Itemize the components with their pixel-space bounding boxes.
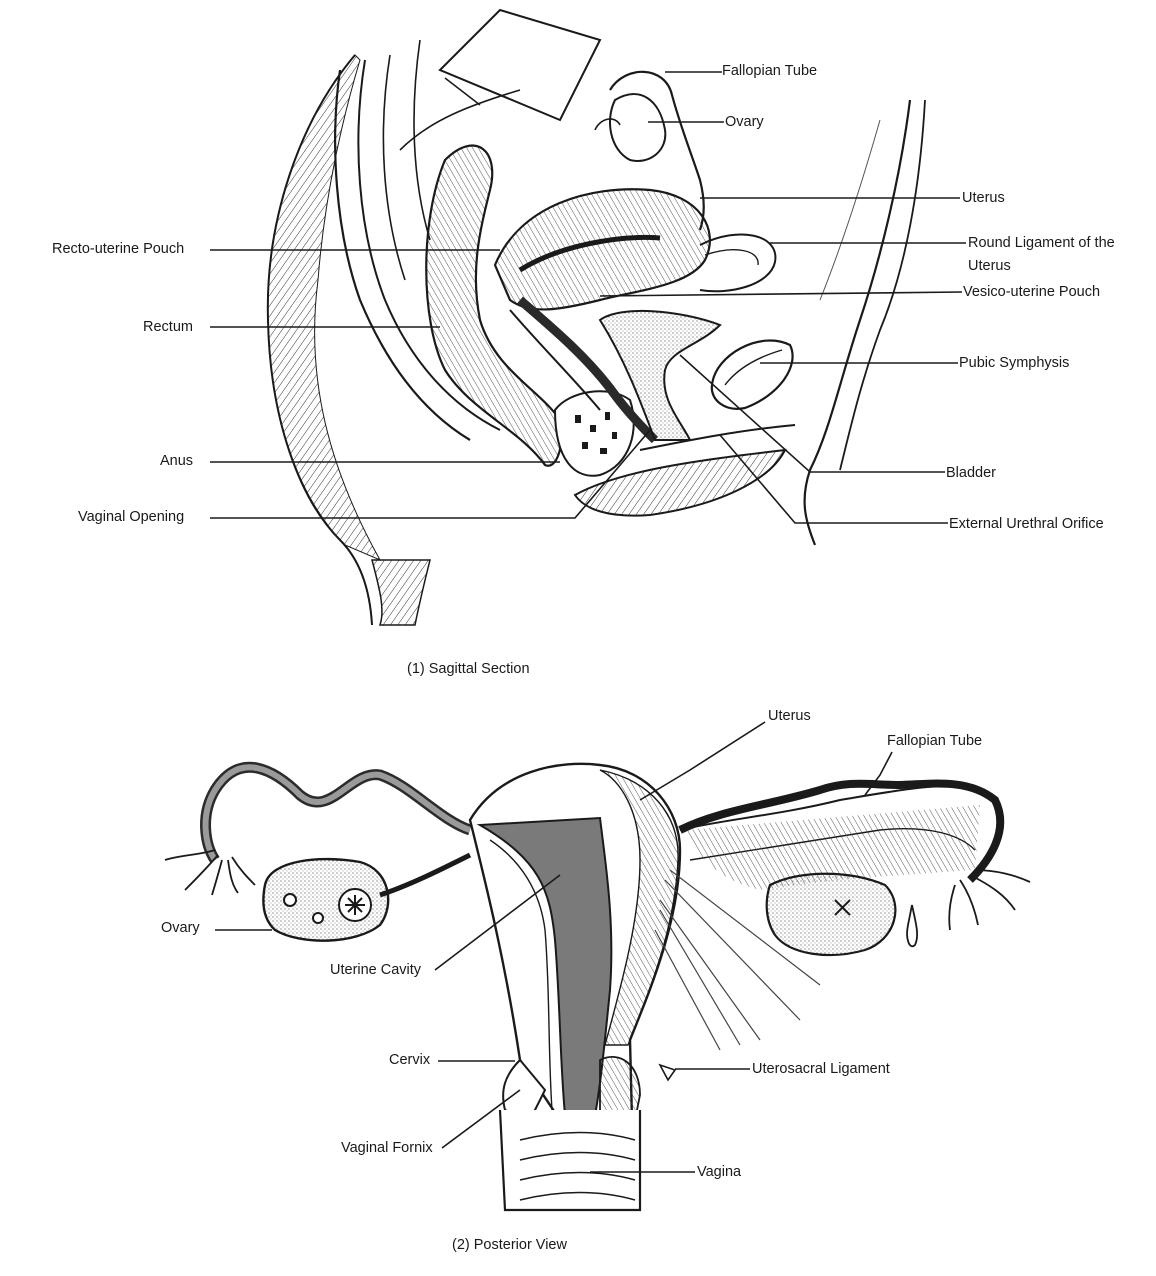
label-vaginal-opening: Vaginal Opening [78, 509, 185, 525]
label-uterosacral-ligament: Uterosacral Ligament [752, 1061, 890, 1077]
leader-external-urethral-orifice [719, 434, 948, 524]
label-posterior-ovary: Ovary [161, 920, 200, 936]
caption-sagittal-section: (1) Sagittal Section [407, 661, 530, 677]
leader-uterine-cavity [434, 874, 561, 971]
leader-posterior-fallopian-tube [864, 751, 893, 796]
right-ovary-shape [765, 872, 897, 957]
caption-posterior-view: (2) Posterior View [452, 1237, 567, 1253]
left-fallopian-tube [200, 761, 472, 864]
bladder-shape [598, 309, 722, 441]
right-fallopian-tube [678, 779, 1005, 883]
label-round-ligament-line2: Uterus [968, 258, 1011, 274]
label-pubic-symphysis: Pubic Symphysis [959, 355, 1070, 371]
leader-vaginal-opening [210, 429, 651, 519]
label-vesico-uterine-pouch: Vesico-uterine Pouch [963, 284, 1101, 300]
label-external-urethral-orifice: External Urethral Orifice [949, 516, 1104, 532]
label-posterior-uterus: Uterus [768, 708, 811, 724]
posterior-drawing [164, 761, 1031, 1212]
vagina-shape [498, 1109, 642, 1212]
buttock-hatching [267, 54, 382, 562]
label-bladder: Bladder [946, 465, 996, 481]
sagittal-drawing [266, 8, 926, 626]
label-vaginal-fornix: Vaginal Fornix [341, 1140, 433, 1156]
pubic-symphysis-shape [710, 339, 794, 410]
sagittal-fallopian-tube [609, 70, 705, 231]
uterus-body [493, 188, 711, 311]
label-posterior-fallopian-tube: Fallopian Tube [887, 733, 983, 749]
label-uterus: Uterus [962, 190, 1005, 206]
leader-lines [210, 71, 966, 1173]
label-ovary: Ovary [725, 114, 764, 130]
label-cervix: Cervix [389, 1052, 431, 1068]
label-uterine-cavity: Uterine Cavity [330, 962, 422, 978]
leader-posterior-uterus [639, 721, 766, 801]
label-recto-uterine-pouch: Recto-uterine Pouch [52, 241, 185, 257]
vaginal-canal [517, 296, 659, 444]
label-round-ligament-line1: Round Ligament of the [968, 235, 1115, 251]
label-fallopian-tube: Fallopian Tube [722, 63, 818, 79]
leader-vesico-uterine-pouch [599, 291, 963, 297]
label-anus: Anus [160, 453, 194, 469]
leader-vaginal-fornix [441, 1089, 521, 1149]
label-vagina: Vagina [697, 1164, 742, 1180]
leader-bladder [679, 354, 945, 473]
label-rectum: Rectum [143, 319, 193, 335]
